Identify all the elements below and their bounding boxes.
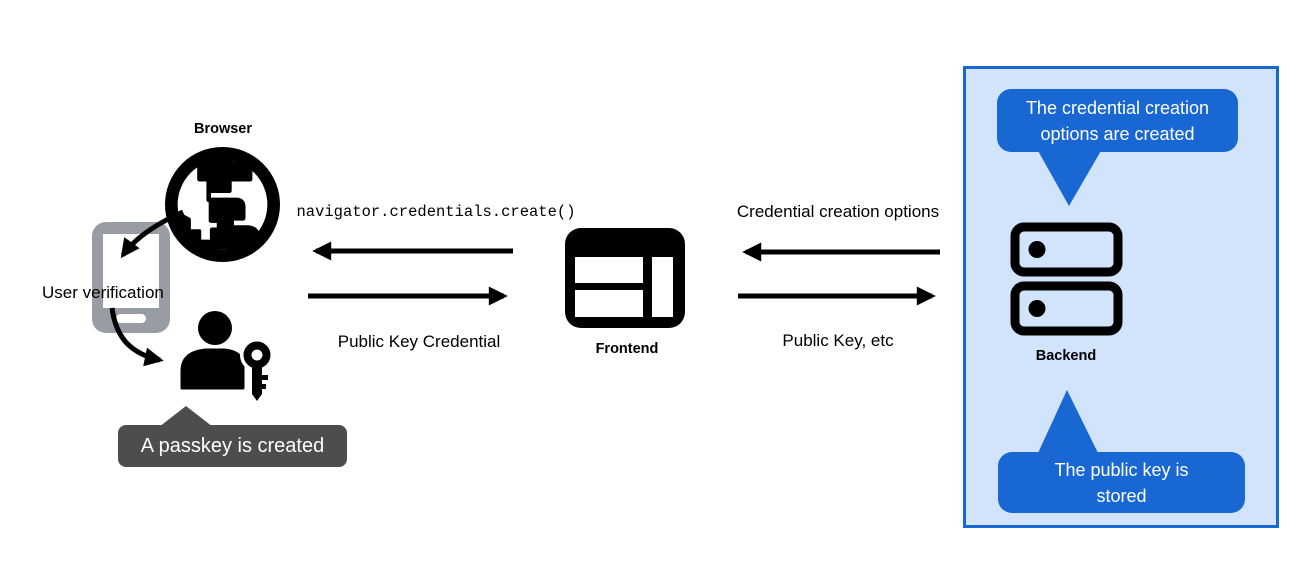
server-stack-icon	[1008, 220, 1124, 340]
public-key-stored-callout: The public key is stored	[998, 452, 1245, 513]
public-key-etc-label: Public Key, etc	[782, 331, 894, 350]
credential-options-callout-tail	[1037, 149, 1102, 206]
credential-creation-options-label: Credential creation options	[736, 202, 940, 221]
credential-options-callout-text: The credential creation options are crea…	[1025, 97, 1210, 144]
backend-label: Backend	[1035, 348, 1097, 364]
globe-icon	[165, 147, 280, 262]
passkey-tooltip: A passkey is created	[118, 425, 347, 467]
public-key-stored-callout-text: The public key is stored	[1054, 459, 1189, 506]
person-with-key-icon	[180, 305, 285, 405]
credential-options-callout: The credential creation options are crea…	[997, 89, 1238, 152]
passkey-tooltip-tail	[159, 406, 213, 427]
browser-label: Browser	[193, 121, 253, 137]
create-call-label: navigator.credentials.create()	[296, 203, 576, 221]
frontend-label: Frontend	[595, 341, 659, 357]
passkey-tooltip-text: A passkey is created	[140, 434, 325, 457]
browser-window-icon	[565, 228, 685, 328]
public-key-credential-label: Public Key Credential	[337, 332, 501, 351]
smartphone-icon	[92, 222, 170, 333]
user-verification-label: User verification	[42, 283, 164, 302]
public-key-stored-callout-tail	[1038, 390, 1098, 453]
